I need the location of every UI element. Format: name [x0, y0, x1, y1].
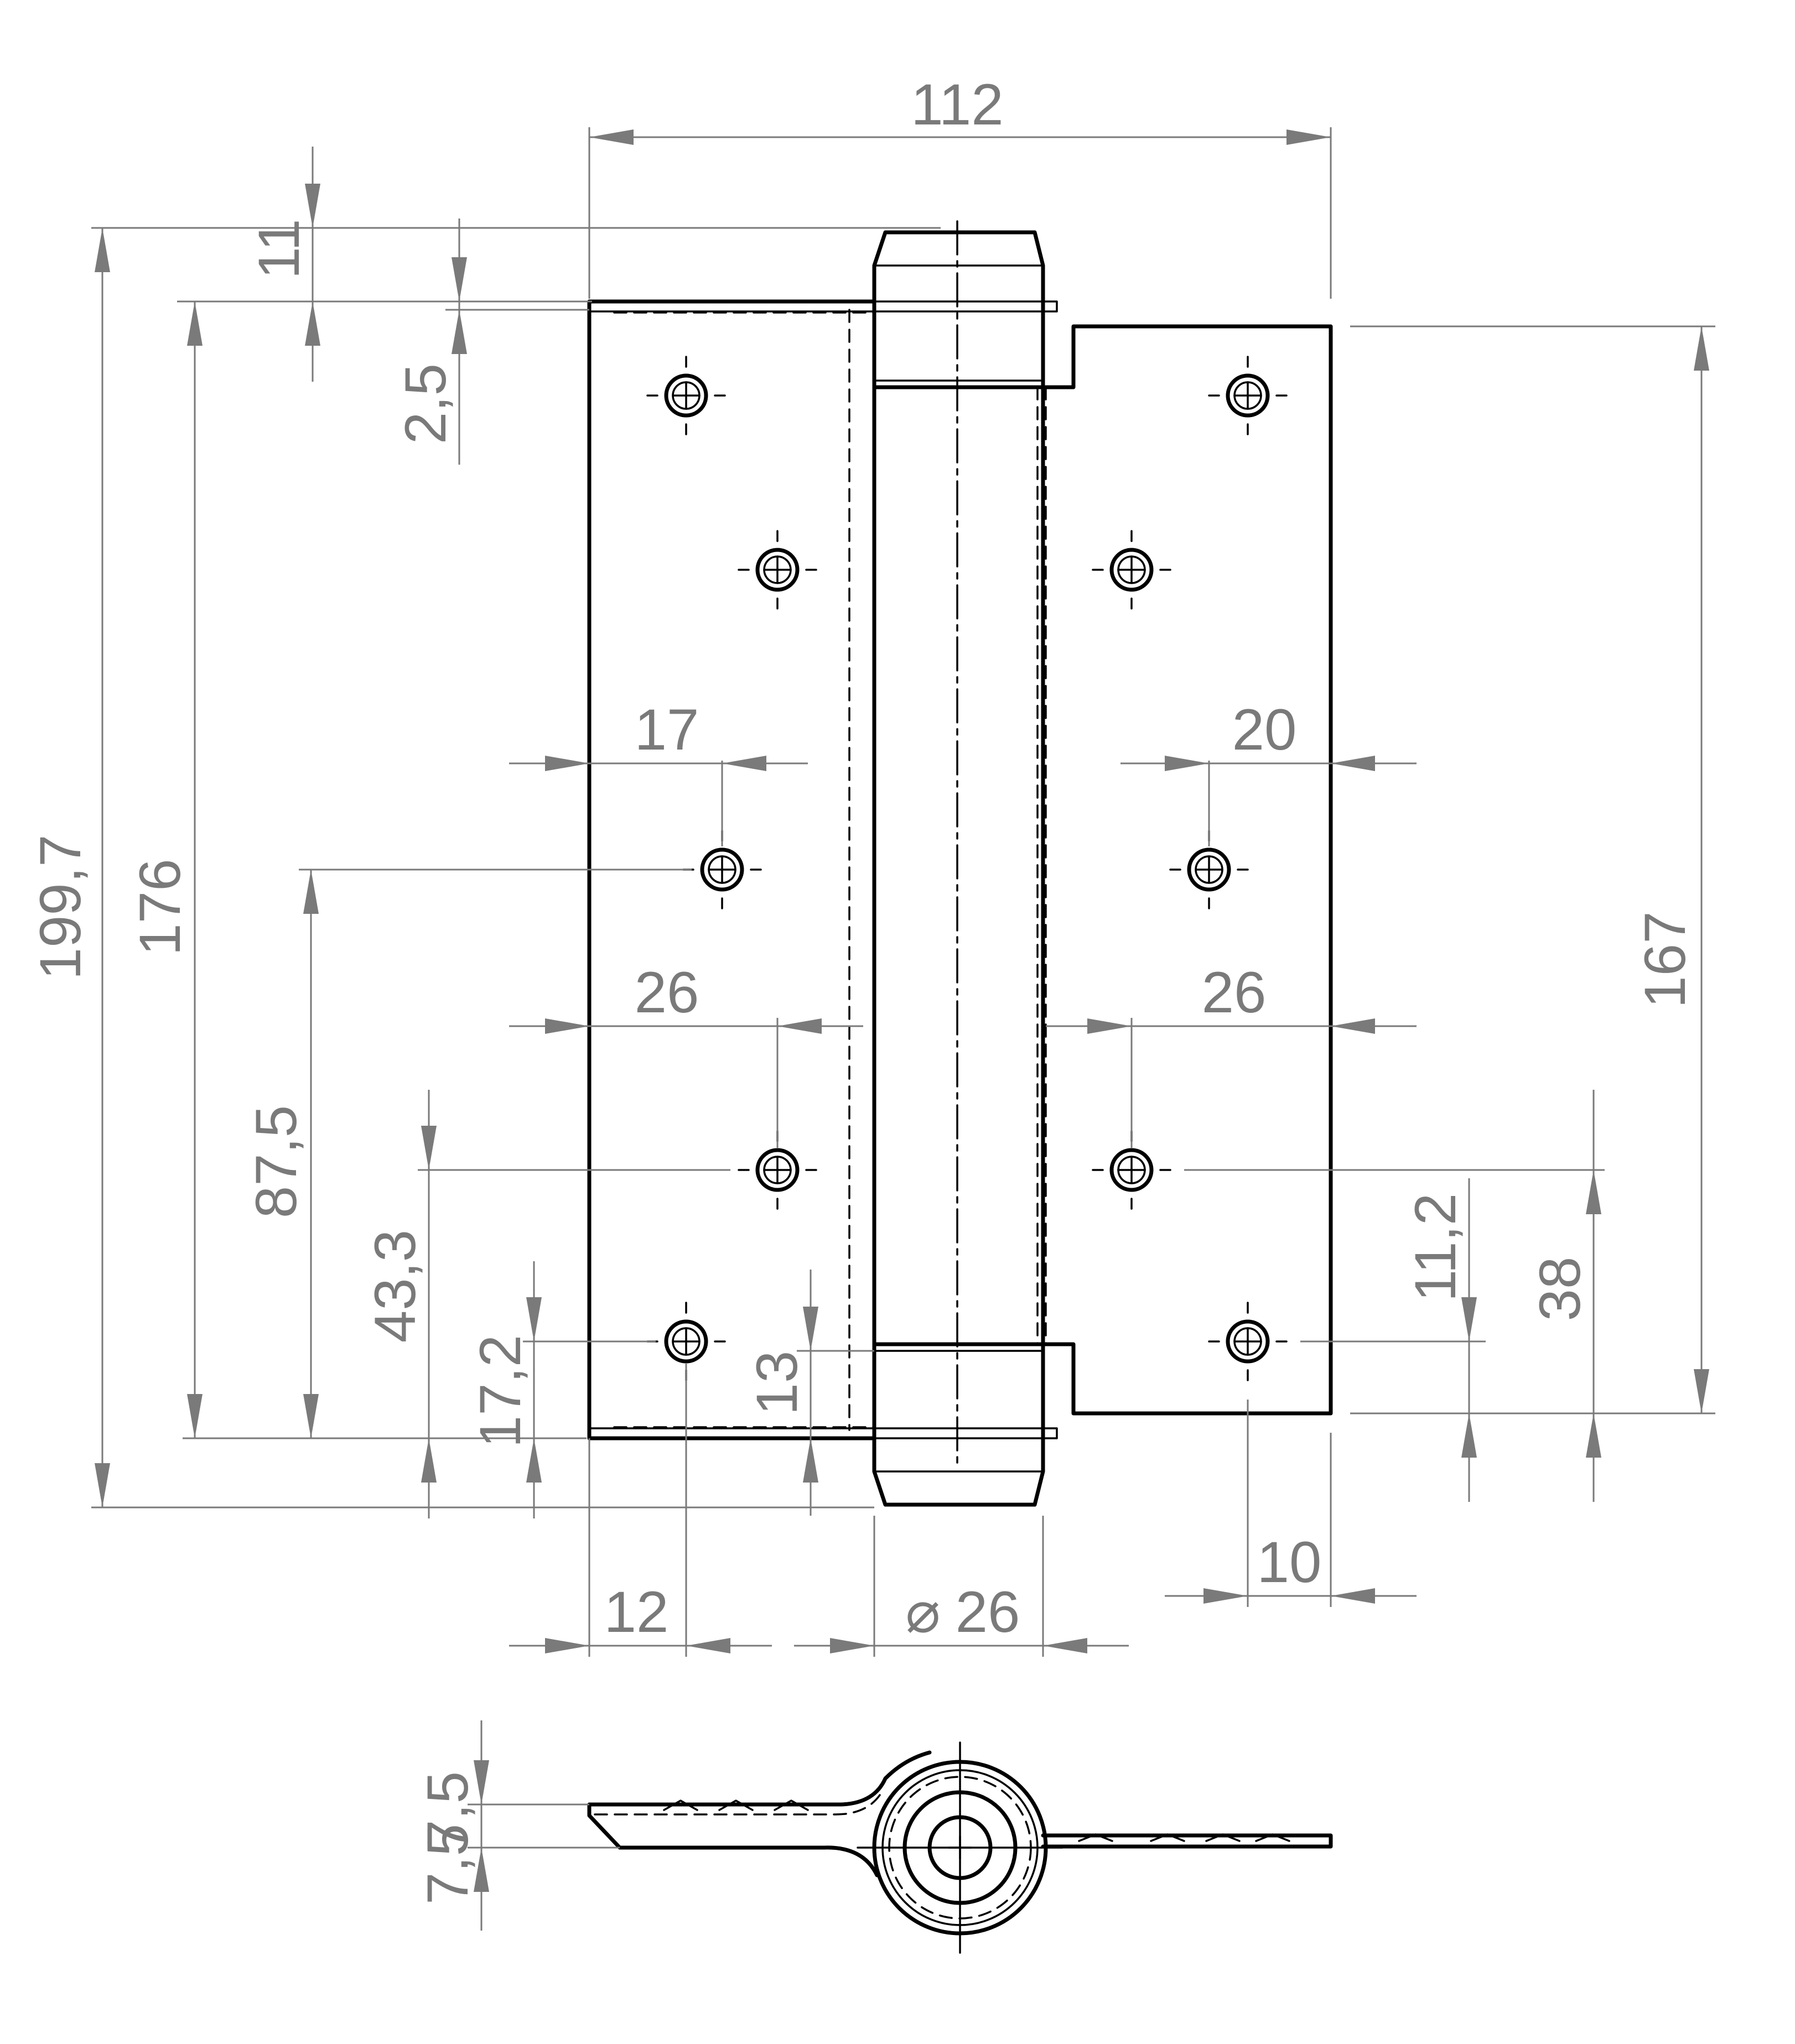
dim-left-edge-offset: 12 [604, 1580, 669, 1645]
dim-right-edge-offset: 10 [1257, 1530, 1322, 1595]
hinge-section-view: 7,5 7,5 [416, 1720, 1333, 1954]
dim-left-hole-spacing-1: 17 [635, 698, 699, 762]
screw-hole-icon [1092, 530, 1171, 610]
screw-holes [646, 356, 1288, 1381]
hinge-front-view [587, 220, 1333, 1507]
dim-right-lower-height: 38 [1528, 1257, 1592, 1322]
right-leaf [1041, 324, 1333, 1416]
dim-left-hole-spacing-2: 26 [635, 960, 699, 1025]
dim-total-height: 199,7 [28, 835, 93, 980]
dim-center-height: 87,5 [244, 1105, 309, 1218]
dim-left-leaf-height: 176 [128, 859, 193, 955]
dim-top-offset: 11 [247, 219, 312, 279]
dim-leaf-thickness-top: 2,5 [393, 363, 458, 444]
top-plate [588, 300, 1058, 313]
dim-section-thickness-top: 7,5 [416, 1771, 480, 1852]
barrel [872, 220, 1047, 1507]
dim-barrel-diameter: 26 [956, 1580, 1020, 1645]
dim-overall-width: 112 [911, 72, 1003, 137]
section-left-leaf [587, 1750, 932, 1807]
screw-hole-icon [738, 1130, 817, 1210]
bottom-plate [588, 1427, 1058, 1439]
screw-hole-icon [1092, 1130, 1171, 1210]
dim-section-thickness-bottom: 7,5 [416, 1824, 480, 1905]
dim-barrel-bottom-offset: 13 [745, 1351, 810, 1416]
section-right-leaf [1041, 1833, 1333, 1849]
dimension-lines [91, 127, 1715, 1657]
dim-bottom-hole-height-left: 17,2 [468, 1335, 533, 1448]
dim-lower-hole-height-left: 43,3 [363, 1230, 428, 1343]
screw-hole-icon [738, 530, 817, 610]
dim-right-lower-offset: 11,2 [1403, 1193, 1468, 1302]
screw-hole-icon [1208, 1302, 1288, 1381]
dimension-labels: 112 11 2,5 199,7 176 87,5 43,3 17,2 13 1… [28, 72, 1698, 1645]
diameter-symbol: ⌀ [905, 1580, 940, 1645]
screw-hole-icon [1208, 356, 1288, 435]
screw-hole-icon [646, 356, 726, 435]
dim-right-hole-spacing-1: 20 [1232, 698, 1297, 762]
dim-right-hole-spacing-2: 26 [1202, 960, 1267, 1025]
dim-right-leaf-height: 167 [1633, 911, 1698, 1008]
